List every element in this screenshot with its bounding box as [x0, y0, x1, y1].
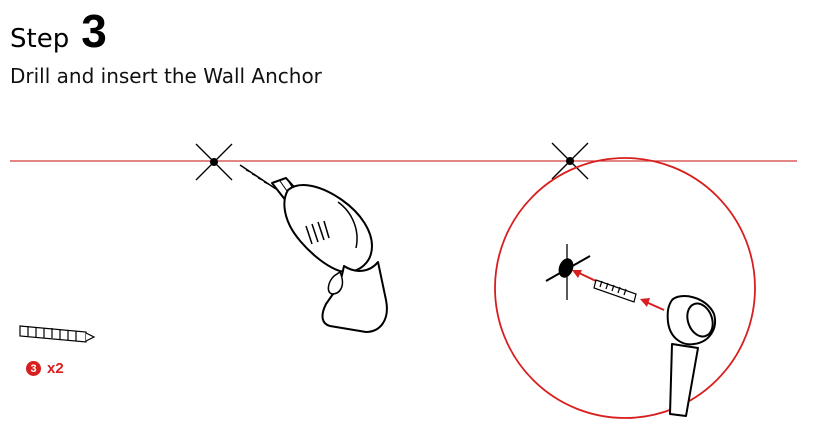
- step-heading: Step 3: [10, 4, 107, 57]
- hammer-arrow: [640, 298, 665, 311]
- wall-anchor-icon: [19, 325, 96, 343]
- part-number-badge: 3: [26, 361, 41, 376]
- drilled-hole: [545, 244, 591, 300]
- quantity-label: x2: [47, 360, 64, 377]
- hammer-icon: [666, 295, 716, 417]
- step-label: Step: [10, 24, 70, 54]
- insert-arrow: [572, 270, 599, 283]
- drill-icon: [239, 164, 388, 333]
- part-quantity: 3 x2: [26, 360, 64, 377]
- wall-anchor-icon: [593, 279, 637, 303]
- drill-mark-icon: [551, 142, 589, 180]
- instruction-text: Drill and insert the Wall Anchor: [10, 64, 322, 88]
- step-number: 3: [81, 5, 107, 57]
- callout-circle: [494, 157, 756, 419]
- drill-mark-icon: [195, 143, 233, 181]
